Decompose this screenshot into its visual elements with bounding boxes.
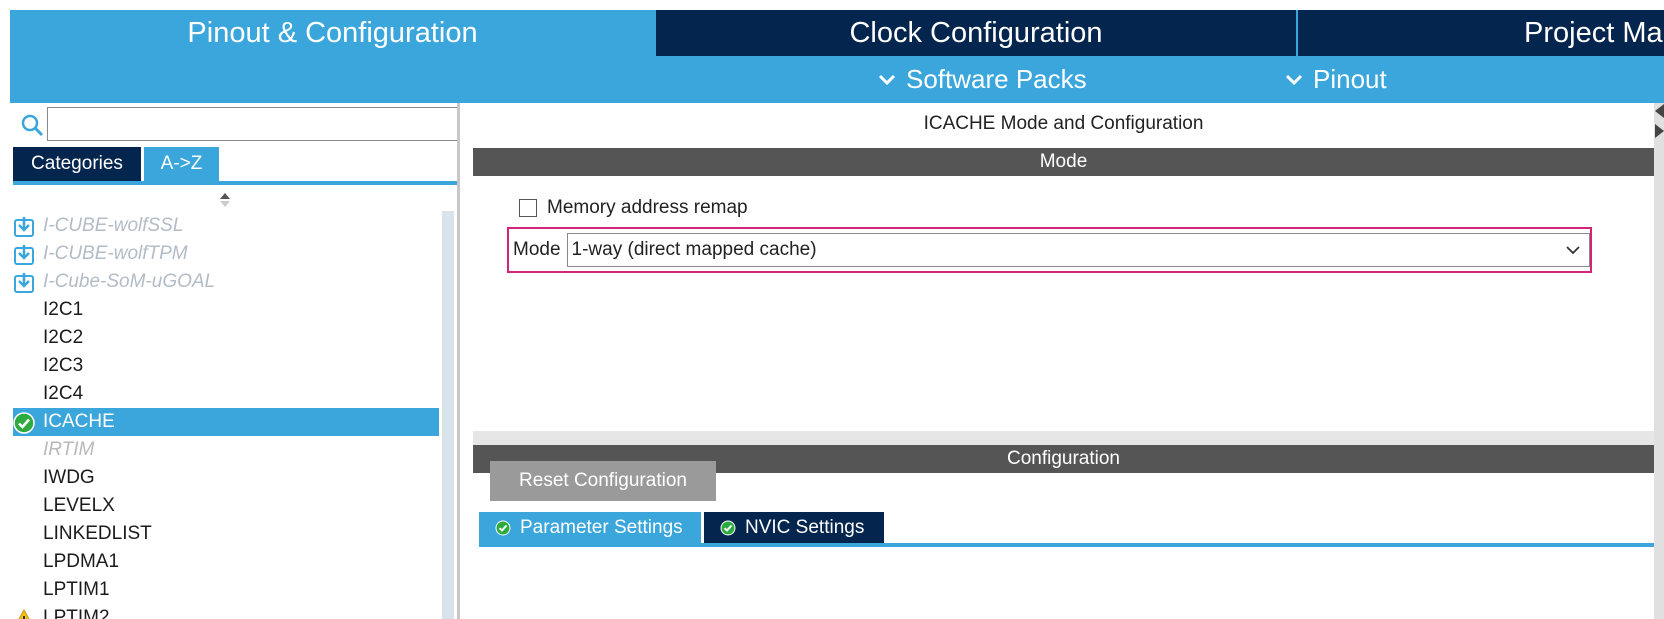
- search-input[interactable]: [47, 107, 460, 141]
- list-item-label: LPDMA1: [43, 551, 120, 572]
- chevron-down-icon: [878, 74, 896, 85]
- sub-toolbar: Software Packs Pinout: [10, 56, 1664, 103]
- memory-remap-row[interactable]: Memory address remap: [519, 197, 748, 219]
- mode-label: Mode: [513, 239, 561, 260]
- tab-parameter-settings[interactable]: Parameter Settings: [479, 512, 701, 544]
- list-item-label: I-CUBE-wolfTPM: [43, 243, 188, 264]
- warning-icon: [13, 608, 35, 619]
- list-item[interactable]: I-CUBE-wolfTPM: [13, 240, 439, 268]
- collapsed-side-panel: [1654, 103, 1664, 619]
- tab-a-to-z[interactable]: A->Z: [144, 147, 219, 181]
- list-item-label: I2C4: [43, 383, 84, 404]
- memory-remap-label: Memory address remap: [547, 197, 748, 218]
- tab-categories[interactable]: Categories: [13, 147, 141, 181]
- list-item[interactable]: LPTIM2: [13, 604, 439, 619]
- list-item[interactable]: LPTIM1: [13, 576, 439, 604]
- chevron-down-icon: [1285, 74, 1303, 85]
- check-circle-icon: [13, 412, 35, 434]
- tab-parameter-settings-label: Parameter Settings: [520, 517, 683, 538]
- pinout-menu-label: Pinout: [1313, 64, 1387, 94]
- search-icon: [21, 114, 44, 137]
- download-icon: [13, 244, 35, 266]
- configuration-panel: ICACHE Mode and Configuration Mode Memor…: [473, 103, 1654, 619]
- list-item-label: LINKEDLIST: [43, 523, 152, 544]
- list-item[interactable]: I2C4: [13, 380, 439, 408]
- list-item[interactable]: IWDG: [13, 464, 439, 492]
- chevron-down-icon: [1566, 246, 1580, 255]
- tab-project-manager[interactable]: Project Man: [1298, 10, 1664, 56]
- list-item[interactable]: LEVELX: [13, 492, 439, 520]
- download-icon: [13, 272, 35, 294]
- list-item[interactable]: I-CUBE-wolfSSL: [13, 212, 439, 240]
- software-packs-menu[interactable]: Software Packs: [878, 56, 1087, 103]
- pinout-menu[interactable]: Pinout: [1285, 56, 1387, 103]
- list-item[interactable]: I2C2: [13, 324, 439, 352]
- mode-select-value: 1-way (direct mapped cache): [571, 239, 817, 260]
- list-item-label: I2C3: [43, 355, 84, 376]
- panel-splitter[interactable]: [457, 103, 460, 619]
- list-item-label: LEVELX: [43, 495, 115, 516]
- tab-nvic-settings[interactable]: NVIC Settings: [704, 512, 884, 544]
- expand-arrow-icon[interactable]: [1655, 124, 1664, 138]
- list-item-label: LPTIM1: [43, 579, 110, 600]
- sort-icon[interactable]: [218, 191, 232, 209]
- check-circle-icon: [495, 520, 511, 536]
- peripheral-list: I-CUBE-wolfSSL I-CUBE-wolfTPM I-Cube-SoM-u…: [13, 212, 439, 619]
- list-item-label: IRTIM: [43, 439, 95, 460]
- download-icon: [13, 216, 35, 238]
- view-tabs: Categories A->Z: [13, 147, 219, 181]
- tab-nvic-settings-label: NVIC Settings: [745, 517, 865, 538]
- list-scrollbar[interactable]: [442, 211, 454, 619]
- memory-remap-checkbox[interactable]: [519, 199, 537, 217]
- collapse-arrow-icon[interactable]: [1655, 104, 1664, 118]
- list-item-label: I2C1: [43, 299, 84, 320]
- mode-select[interactable]: 1-way (direct mapped cache): [566, 233, 1590, 267]
- main-tab-bar: Pinout & Configuration Clock Configurati…: [10, 10, 1664, 56]
- mode-field-highlight: Mode 1-way (direct mapped cache): [507, 227, 1592, 273]
- tab-pinout-configuration[interactable]: Pinout & Configuration: [10, 10, 655, 56]
- tab-clock-configuration[interactable]: Clock Configuration: [656, 10, 1296, 56]
- list-item[interactable]: I2C1: [13, 296, 439, 324]
- view-tabs-underline: [13, 181, 460, 185]
- reset-configuration-button[interactable]: Reset Configuration: [490, 461, 716, 501]
- list-item-label: IWDG: [43, 467, 95, 488]
- section-divider: [473, 431, 1654, 445]
- list-item-label: I2C2: [43, 327, 84, 348]
- panel-title: ICACHE Mode and Configuration: [923, 113, 1204, 134]
- list-item[interactable]: LPDMA1: [13, 548, 439, 576]
- list-item[interactable]: IRTIM: [13, 436, 439, 464]
- list-item-label: LPTIM2: [43, 607, 110, 619]
- list-item[interactable]: I-Cube-SoM-uGOAL: [13, 268, 439, 296]
- check-circle-icon: [720, 520, 736, 536]
- software-packs-label: Software Packs: [906, 64, 1087, 94]
- mode-section-header: Mode: [473, 148, 1654, 176]
- list-item[interactable]: LINKEDLIST: [13, 520, 439, 548]
- list-item-label: I-CUBE-wolfSSL: [43, 215, 184, 236]
- list-item[interactable]: ICACHE: [13, 408, 439, 436]
- configuration-tabs-underline: [479, 543, 1654, 547]
- configuration-tabs: Parameter Settings NVIC Settings: [479, 512, 884, 544]
- list-item[interactable]: I2C3: [13, 352, 439, 380]
- list-item-label: ICACHE: [43, 411, 115, 432]
- list-item-label: I-Cube-SoM-uGOAL: [43, 271, 216, 292]
